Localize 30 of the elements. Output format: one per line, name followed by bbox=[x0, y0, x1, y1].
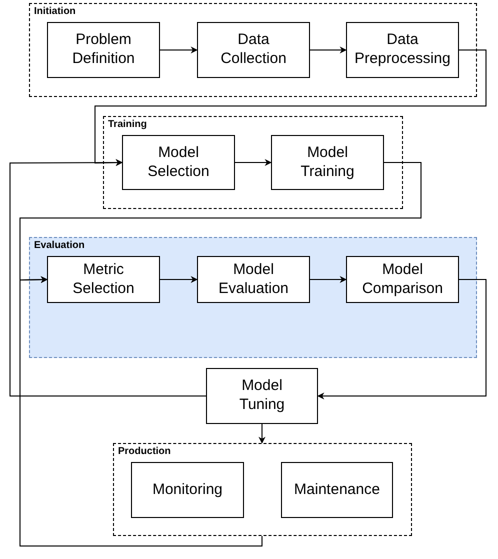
process-box: Data Preprocessing bbox=[346, 22, 459, 78]
arrow bbox=[160, 276, 198, 283]
process-box: Model Comparison bbox=[346, 256, 459, 303]
group-frame bbox=[29, 3, 477, 97]
process-box: Data Collection bbox=[197, 22, 310, 78]
arrow bbox=[160, 46, 198, 54]
process-box: Model Tuning bbox=[206, 368, 318, 424]
arrow bbox=[20, 162, 422, 284]
process-box: Model Training bbox=[271, 135, 384, 190]
group-title: Evaluation bbox=[34, 240, 85, 251]
arrow bbox=[234, 159, 272, 166]
process-box: Model Evaluation bbox=[197, 256, 310, 303]
process-box: Problem Definition bbox=[47, 22, 160, 78]
group-title: Production bbox=[118, 446, 171, 457]
process-box: Model Selection bbox=[122, 135, 235, 190]
arrow bbox=[94, 50, 486, 166]
arrow bbox=[310, 46, 347, 54]
arrow bbox=[10, 159, 206, 396]
arrow bbox=[317, 279, 486, 400]
arrow bbox=[310, 276, 347, 283]
group-title: Initiation bbox=[34, 6, 76, 17]
process-box: Maintenance bbox=[281, 462, 393, 518]
group-frame bbox=[113, 443, 412, 536]
process-box: Monitoring bbox=[131, 462, 244, 518]
group-title: Training bbox=[108, 119, 147, 130]
process-box: Metric Selection bbox=[47, 256, 160, 303]
group-frame bbox=[29, 237, 477, 358]
arrow bbox=[20, 276, 262, 546]
group-frame bbox=[103, 116, 403, 209]
arrow bbox=[258, 424, 266, 444]
